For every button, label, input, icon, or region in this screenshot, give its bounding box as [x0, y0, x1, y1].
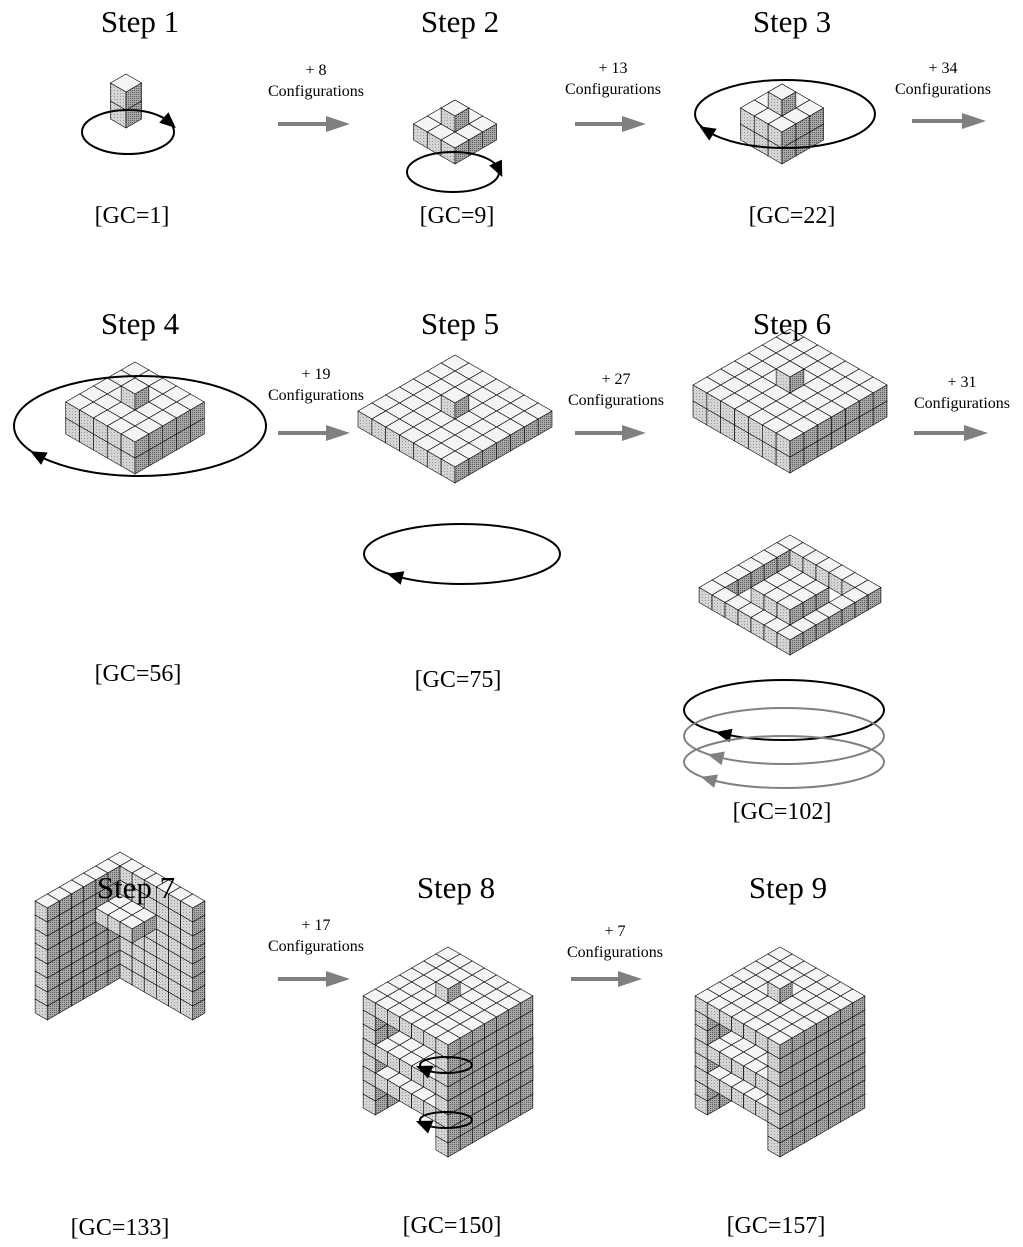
arrow-head [618, 971, 642, 987]
rotation-path [68, 1094, 192, 1130]
transition-7-unit: Configurations [246, 936, 386, 957]
transition-4-count: + 19 [246, 364, 386, 385]
step-7-title: Step 7 [26, 870, 246, 906]
step-5-gc-label: [GC=75] [358, 667, 558, 694]
step-6-rotation-3 [684, 736, 884, 788]
transition-2-count: + 13 [543, 58, 683, 79]
rotation-arrowhead [489, 160, 502, 177]
step-9-gc-label: [GC=157] [676, 1213, 876, 1240]
step-5-title: Step 5 [350, 306, 570, 342]
transition-2-unit: Configurations [543, 79, 683, 100]
transition-6-count: + 31 [892, 372, 1023, 393]
arrow-head [326, 971, 350, 987]
rotation-arrowhead [701, 774, 718, 787]
step-5-rotation [364, 524, 560, 585]
step-9-title: Step 9 [678, 870, 898, 906]
step-8-structure [363, 947, 533, 1157]
transition-7-arrow [278, 971, 350, 987]
rotation-path [684, 680, 884, 740]
arrow-head [326, 425, 350, 441]
transition-8-count: + 7 [545, 921, 685, 942]
cube-structures [35, 74, 887, 1157]
step-4-title: Step 4 [30, 306, 250, 342]
step-2-title: Step 2 [350, 4, 570, 40]
rotation-path [68, 1060, 192, 1096]
transition-8-unit: Configurations [545, 942, 685, 963]
transition-3-count: + 34 [873, 58, 1013, 79]
step-3-structure [740, 84, 823, 164]
step-5-structure [358, 355, 552, 483]
transition-6-label: + 31Configurations [892, 372, 1023, 414]
transition-4-unit: Configurations [246, 385, 386, 406]
transition-4-arrow [278, 425, 350, 441]
transition-3-unit: Configurations [873, 79, 1013, 100]
step-8-gc-label: [GC=150] [352, 1213, 552, 1240]
transition-7-label: + 17Configurations [246, 915, 386, 957]
step-7-rotation-2 [68, 1094, 192, 1130]
step-7-gc-label: [GC=133] [20, 1215, 220, 1242]
step-2-gc-label: [GC=9] [357, 203, 557, 230]
rotation-arrowhead [71, 1084, 88, 1097]
step-1-gc-label: [GC=1] [32, 203, 232, 230]
transition-8-arrow [571, 971, 642, 987]
transition-7-count: + 17 [246, 915, 386, 936]
transition-5-unit: Configurations [546, 390, 686, 411]
step-3-title: Step 3 [682, 4, 902, 40]
arrow-head [964, 425, 988, 441]
rotation-arrowhead [159, 112, 176, 128]
step-3-gc-label: [GC=22] [692, 203, 892, 230]
rotation-arrowhead [708, 752, 725, 766]
transition-2-arrow [575, 116, 646, 132]
transition-arrows [278, 113, 988, 987]
transition-1-arrow [278, 116, 350, 132]
step-4-gc-label: [GC=56] [38, 661, 238, 688]
rotation-arrowhead [699, 126, 716, 140]
transition-1-count: + 8 [246, 60, 386, 81]
step-1-title: Step 1 [30, 4, 250, 40]
step-6-rotation-1 [684, 680, 884, 742]
transition-3-arrow [912, 113, 986, 129]
arrow-head [326, 116, 350, 132]
step-6-structure-top [693, 329, 887, 473]
step-2-structure [413, 100, 496, 164]
step-6-gc-label: [GC=102] [682, 799, 882, 826]
step-9-structure [695, 947, 865, 1157]
transition-5-arrow [575, 425, 646, 441]
transition-6-unit: Configurations [892, 393, 1023, 414]
transition-1-unit: Configurations [246, 81, 386, 102]
transition-6-arrow [914, 425, 988, 441]
step-6-title: Step 6 [682, 306, 902, 342]
transition-5-count: + 27 [546, 369, 686, 390]
step-6-structure-ring [699, 535, 881, 655]
step-1-structure [110, 74, 141, 128]
step-8-title: Step 8 [346, 870, 566, 906]
arrow-head [622, 116, 646, 132]
arrow-head [622, 425, 646, 441]
arrow-head [962, 113, 986, 129]
step-7-rotation-1 [68, 1060, 192, 1097]
